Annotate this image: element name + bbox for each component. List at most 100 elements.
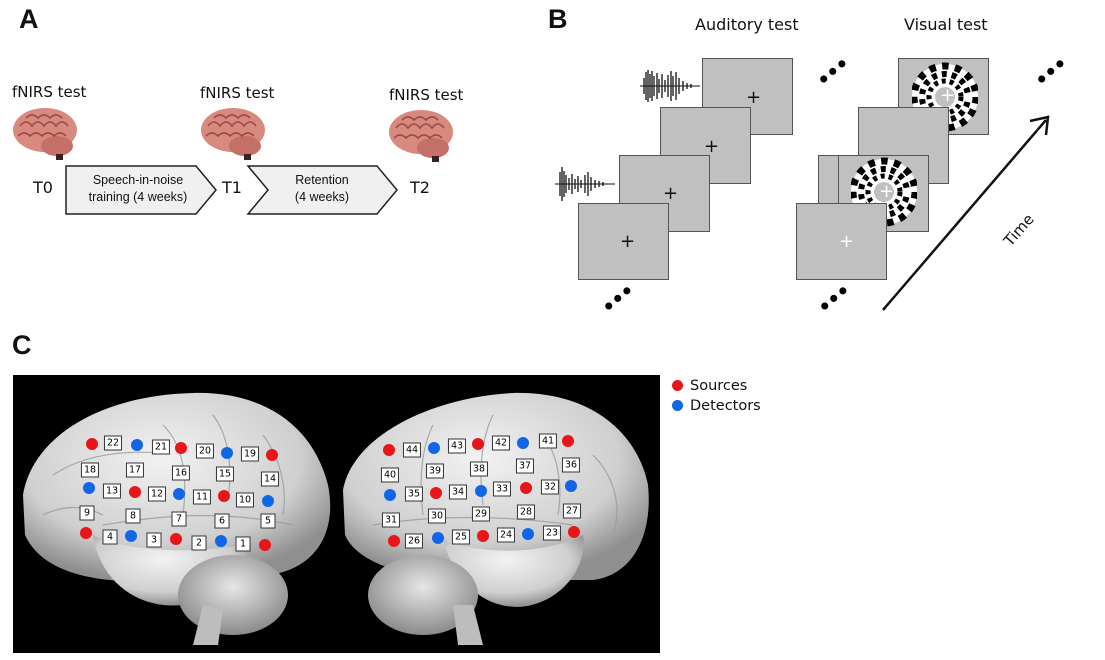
channel-label: 25: [451, 529, 471, 545]
channel-label: 21: [151, 439, 171, 455]
fnirs-test-label-t1: fNIRS test: [200, 84, 275, 102]
channel-label: 22: [103, 435, 123, 451]
fixation-cross: +: [940, 85, 956, 106]
channel-label: 6: [214, 513, 230, 529]
legend-detectors-label: Detectors: [690, 398, 761, 414]
channel-label: 35: [404, 486, 424, 502]
channel-label: 2: [191, 535, 207, 551]
legend-sources: Sources: [672, 378, 747, 394]
training-phase-line1: Speech-in-noise: [92, 173, 184, 187]
detector-optode: [125, 530, 137, 542]
source-optode: [430, 487, 442, 499]
fixation-cross: +: [879, 181, 895, 202]
ellipsis-auditory-top: •••: [811, 51, 854, 93]
channel-label: 39: [425, 463, 445, 479]
source-dot-icon: [672, 380, 683, 391]
fixation-cross: +: [620, 231, 636, 252]
auditory-frame-1: +: [578, 203, 669, 280]
channel-label: 12: [147, 486, 167, 502]
channel-label: 4: [102, 529, 118, 545]
retention-phase-line1: Retention: [295, 173, 349, 187]
channel-label: 19: [240, 446, 260, 462]
timepoint-t0: T0: [33, 178, 53, 197]
source-optode: [388, 535, 400, 547]
channel-label: 36: [561, 457, 581, 473]
source-optode: [175, 442, 187, 454]
channel-label: 15: [215, 466, 235, 482]
source-optode: [129, 486, 141, 498]
channel-label: 27: [562, 503, 582, 519]
channel-label: 7: [171, 511, 187, 527]
time-arrow: [882, 115, 1050, 311]
channel-label: 1: [235, 536, 251, 552]
ellipsis-auditory-bottom: •••: [596, 278, 639, 320]
source-optode: [218, 490, 230, 502]
panel-b-label: B: [548, 4, 568, 34]
source-optode: [259, 539, 271, 551]
detector-optode: [221, 447, 233, 459]
channel-label: 33: [492, 481, 512, 497]
fixation-cross: +: [704, 136, 720, 157]
channel-label: 5: [260, 513, 276, 529]
speech-waveform-icon-2: [555, 167, 615, 201]
source-optode: [562, 435, 574, 447]
channel-label: 42: [491, 435, 511, 451]
channel-label: 37: [515, 458, 535, 474]
detector-optode: [565, 480, 577, 492]
source-optode: [383, 444, 395, 456]
detector-optode: [131, 439, 143, 451]
source-optode: [86, 438, 98, 450]
channel-label: 32: [540, 479, 560, 495]
brain-icon-t2: [389, 110, 453, 162]
detector-optode: [432, 532, 444, 544]
fnirs-test-label-t2: fNIRS test: [389, 86, 464, 104]
channel-label: 28: [516, 504, 536, 520]
auditory-test-title: Auditory test: [695, 15, 799, 34]
fixation-cross: +: [839, 231, 855, 252]
source-optode: [170, 533, 182, 545]
channel-label: 3: [146, 532, 162, 548]
channel-label: 41: [538, 433, 558, 449]
channel-label: 17: [125, 462, 145, 478]
channel-label: 11: [192, 489, 212, 505]
training-phase-arrow: [65, 165, 217, 215]
channel-label: 40: [380, 467, 400, 483]
channel-label: 31: [381, 512, 401, 528]
training-phase-line2: training (4 weeks): [88, 190, 188, 204]
panel-a-label: A: [19, 4, 39, 34]
fixation-cross: +: [663, 183, 679, 204]
channel-label: 24: [496, 527, 516, 543]
source-optode: [477, 530, 489, 542]
brain-icon-t1: [201, 108, 265, 160]
panel-c-label: C: [12, 330, 32, 360]
channel-label: 8: [125, 508, 141, 524]
ellipsis-visual-top: •••: [1029, 51, 1072, 93]
channel-label: 20: [195, 443, 215, 459]
speech-waveform-icon-1: [640, 70, 700, 102]
channel-label: 26: [404, 533, 424, 549]
timepoint-t1: T1: [222, 178, 242, 197]
source-optode: [80, 527, 92, 539]
channel-label: 13: [102, 483, 122, 499]
channel-label: 23: [542, 525, 562, 541]
source-optode: [568, 526, 580, 538]
visual-frame-1: +: [796, 203, 887, 280]
channel-label: 29: [471, 506, 491, 522]
channel-label: 16: [171, 465, 191, 481]
timepoint-t2: T2: [410, 178, 430, 197]
retention-phase-arrow: [246, 165, 398, 215]
detector-optode: [475, 485, 487, 497]
detector-optode: [173, 488, 185, 500]
phase-arrows: [65, 165, 398, 215]
fixation-cross: +: [746, 87, 762, 108]
detector-dot-icon: [672, 400, 683, 411]
detector-optode: [384, 489, 396, 501]
source-optode: [472, 438, 484, 450]
channel-label: 18: [80, 462, 100, 478]
legend-detectors: Detectors: [672, 398, 761, 414]
ellipsis-visual-bottom: •••: [812, 278, 855, 320]
brain-icon-t0: [13, 108, 77, 160]
retention-phase-label: Retention (4 weeks): [262, 172, 382, 206]
detector-optode: [522, 528, 534, 540]
